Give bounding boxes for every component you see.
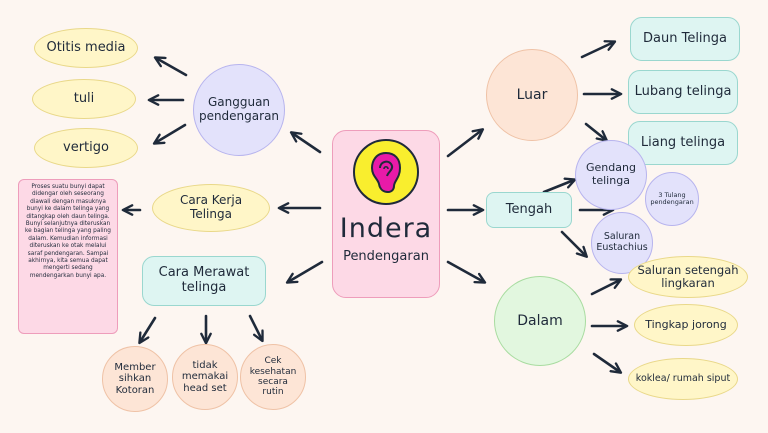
gangguan-item-label: tuli <box>73 90 95 106</box>
tengah-item-label: 3 Tulang pendengaran <box>650 190 694 206</box>
arrow <box>446 128 485 158</box>
cara-merawat-item-label: Cek kesehatan secara rutin <box>249 356 297 398</box>
gangguan-label: Gangguan pendengaran <box>198 95 280 123</box>
dalam-item: koklea/ rumah siput <box>628 358 738 400</box>
luar-item-label: Liang telinga <box>640 134 726 150</box>
cara-kerja-description-card: Proses suatu bunyi dapat didengar oleh s… <box>18 179 118 334</box>
arrow <box>584 122 609 142</box>
dalam-item-label: koklea/ rumah siput <box>635 372 731 384</box>
center-subtitle: Pendengaran <box>343 249 429 265</box>
dalam-item: Saluran setengah lingkaran <box>628 256 748 298</box>
arrow <box>542 177 577 194</box>
cara-merawat-label: Cara Merawat telinga <box>158 265 250 295</box>
center-card: Indera Pendengaran <box>332 130 440 298</box>
dalam-item: Tingkap jorong <box>634 304 738 346</box>
cara-kerja-node: Cara Kerja Telinga <box>152 184 270 232</box>
tengah-label: Tengah <box>505 201 553 217</box>
gangguan-item-label: Otitis media <box>46 39 126 55</box>
arrow <box>590 278 623 296</box>
cara-kerja-label: Cara Kerja Telinga <box>179 193 243 221</box>
cara-kerja-description: Proses suatu bunyi dapat didengar oleh s… <box>25 184 111 279</box>
gangguan-node: Gangguan pendengaran <box>193 64 285 156</box>
cara-merawat-item: Cek kesehatan secara rutin <box>240 344 306 410</box>
arrow <box>446 260 487 284</box>
luar-item-label: Daun Telinga <box>643 30 727 46</box>
arrow <box>289 131 322 154</box>
arrow <box>592 352 623 374</box>
cara-merawat-item-label: Member sihkan Kotoran <box>114 361 156 396</box>
arrow <box>560 230 588 258</box>
ear-icon <box>353 139 419 205</box>
arrow <box>153 56 188 77</box>
dalam-node: Dalam <box>494 276 586 366</box>
cara-merawat-item: tidak memakai head set <box>172 344 238 410</box>
arrow <box>248 314 264 343</box>
cara-merawat-item: Member sihkan Kotoran <box>102 346 168 412</box>
cara-merawat-node: Cara Merawat telinga <box>142 256 266 306</box>
dalam-label: Dalam <box>517 312 563 329</box>
gangguan-item-label: vertigo <box>63 139 109 155</box>
cara-merawat-item-label: tidak memakai head set <box>181 359 229 394</box>
arrow <box>152 123 187 145</box>
gangguan-item: vertigo <box>34 128 138 168</box>
gangguan-item: Otitis media <box>34 28 138 68</box>
dalam-item-label: Tingkap jorong <box>645 317 727 331</box>
tengah-item-label: Gendang telinga <box>586 161 636 187</box>
luar-item: Lubang telinga <box>628 70 738 114</box>
arrow <box>580 40 617 59</box>
luar-item: Liang telinga <box>628 121 738 165</box>
arrow <box>138 316 157 345</box>
center-title: Indera <box>339 213 433 244</box>
luar-item-label: Lubang telinga <box>634 83 732 99</box>
gangguan-item: tuli <box>32 79 136 119</box>
luar-label: Luar <box>516 86 548 103</box>
tengah-item: Gendang telinga <box>575 140 647 210</box>
luar-item: Daun Telinga <box>630 17 740 61</box>
tengah-item-label: Saluran Eustachius <box>596 231 648 253</box>
tengah-item: 3 Tulang pendengaran <box>645 172 699 226</box>
dalam-item-label: Saluran setengah lingkaran <box>637 262 739 290</box>
luar-node: Luar <box>486 49 578 141</box>
arrow <box>285 260 324 284</box>
tengah-node: Tengah <box>486 192 572 228</box>
